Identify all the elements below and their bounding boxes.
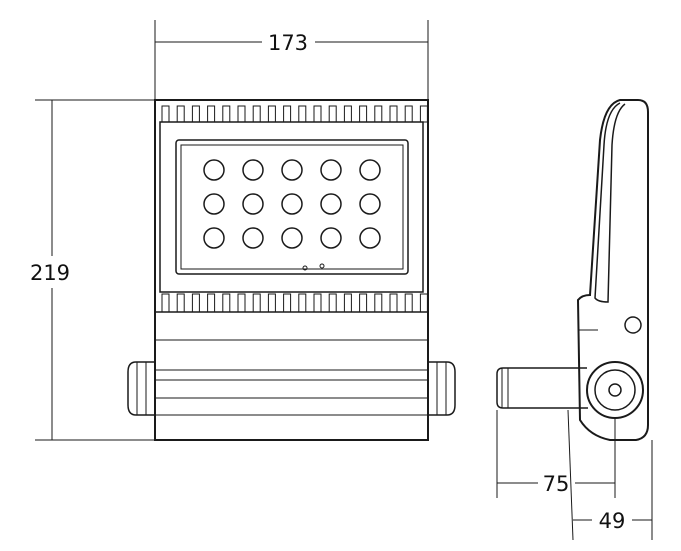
cooling-fin	[419, 293, 428, 313]
height-dimension-label: 219	[30, 261, 70, 285]
led-array	[203, 159, 381, 249]
height-dimension: 219	[30, 99, 155, 441]
led-lens	[359, 227, 381, 249]
cooling-fin	[252, 105, 261, 123]
cooling-fin	[343, 105, 352, 123]
led-lens	[359, 159, 381, 181]
cooling-fin	[176, 293, 185, 313]
cooling-fin	[313, 105, 322, 123]
led-lens	[281, 193, 303, 215]
cooling-fin	[283, 105, 292, 123]
cooling-fin	[222, 105, 231, 123]
cooling-fin	[419, 105, 428, 123]
cooling-fin	[161, 105, 170, 123]
cooling-fin	[374, 105, 383, 123]
led-lens	[242, 159, 264, 181]
cooling-fin	[343, 293, 352, 313]
cooling-fin	[237, 293, 246, 313]
cooling-fin	[359, 105, 368, 123]
cooling-fin	[161, 293, 170, 313]
cooling-fin	[176, 105, 185, 123]
cooling-fins-top	[161, 105, 428, 123]
width-dimension: 173	[154, 20, 429, 100]
bracket-offset-dimension: 75	[496, 410, 616, 498]
cooling-fin	[359, 293, 368, 313]
width-dimension-label: 173	[268, 31, 308, 55]
cooling-fin	[298, 293, 307, 313]
cooling-fin	[374, 293, 383, 313]
cooling-fin	[191, 293, 200, 313]
depth-dimension-label: 49	[599, 509, 626, 533]
cooling-fin	[298, 105, 307, 123]
cooling-fin	[283, 293, 292, 313]
led-lens	[203, 193, 225, 215]
cooling-fin	[389, 105, 398, 123]
led-lens	[203, 227, 225, 249]
cooling-fin	[404, 293, 413, 313]
cooling-fins-bottom	[161, 293, 428, 313]
led-lens	[281, 227, 303, 249]
cooling-fin	[267, 105, 276, 123]
led-lens	[320, 159, 342, 181]
led-lens	[203, 159, 225, 181]
led-lens	[320, 193, 342, 215]
cooling-fin	[328, 105, 337, 123]
cooling-fin	[191, 105, 200, 123]
led-lens	[242, 193, 264, 215]
cooling-fin	[313, 293, 322, 313]
depth-dimension: 49	[567, 409, 653, 541]
bracket-offset-label: 75	[543, 472, 570, 496]
cooling-fin	[207, 105, 216, 123]
led-lens	[281, 159, 303, 181]
cooling-fin	[207, 293, 216, 313]
bracket-end-cap-left	[127, 361, 155, 416]
cooling-fin	[328, 293, 337, 313]
side-view	[496, 99, 649, 441]
cooling-fin	[267, 293, 276, 313]
cooling-fin	[237, 105, 246, 123]
led-lens	[320, 227, 342, 249]
cooling-fin	[389, 293, 398, 313]
led-lens	[359, 193, 381, 215]
front-view	[127, 99, 456, 441]
led-lens	[242, 227, 264, 249]
cooling-fin	[222, 293, 231, 313]
cooling-fin	[404, 105, 413, 123]
bracket-end-cap-right	[428, 361, 456, 416]
cooling-fin	[252, 293, 261, 313]
mounting-bracket-arm	[496, 367, 588, 409]
